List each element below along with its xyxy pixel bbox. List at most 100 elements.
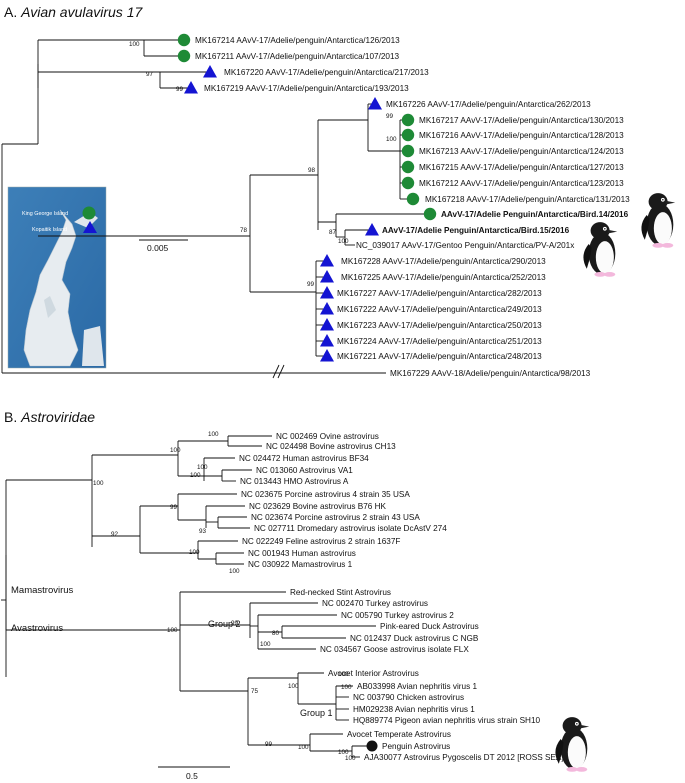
penguin-eye [576,723,578,725]
tip-label: AAvV-17/Adelie Penguin/Antarctica/Bird.1… [382,226,570,235]
tip-label: MK167223 AAvV-17/Adelie/penguin/Antarcti… [337,321,542,330]
clade-label-avastrovirus: Avastrovirus [11,623,63,634]
tip-label: NC 003790 Chicken astrovirus [353,693,464,702]
tip-label: NC 023629 Bovine astrovirus B76 HK [249,502,387,511]
penguin-flipper [641,215,650,240]
penguin-foot [575,767,588,772]
tip-label: MK167218 AAvV-17/Adelie/penguin/Antarcti… [425,195,630,204]
penguin-eye [662,199,664,201]
tip-label: NC 005790 Turkey astrovirus 2 [341,611,454,620]
penguin-illustration [583,222,618,277]
bootstrap-value: 99 [307,281,315,288]
bootstrap-value: 93 [199,528,207,535]
penguin-belly [653,212,672,245]
penguin-head [648,193,668,211]
bootstrap-value: 78 [240,227,248,234]
group-1-label: Group 1 [300,708,333,718]
penguin-foot [661,243,674,248]
bootstrap-value: 100 [208,431,219,438]
penguin-illustration [641,193,676,248]
tip-label: MK167225 AAvV-17/Adelie/penguin/Antarcti… [341,273,546,282]
tip-label: MK167217 AAvV-17/Adelie/penguin/Antarcti… [419,116,624,125]
tip-label: AJA30077 Astrovirus Pygoscelis DT 2012 [… [364,753,564,762]
tip-label: Avocet Temperate Astrovirus [347,730,451,739]
panel-a-title: A. Avian avulavirus 17 [4,4,143,20]
blue-triangle-marker [83,221,97,233]
tip-label: MK167213 AAvV-17/Adelie/penguin/Antarcti… [419,147,624,156]
tip-label: MK167219 AAvV-17/Adelie/penguin/Antarcti… [204,84,409,93]
group-2-label: Group 2 [208,619,241,629]
penguin-illustration [555,717,590,772]
tip-label: HQ889774 Pigeon avian nephritis virus st… [353,716,540,725]
bootstrap-value: 100 [129,41,140,48]
tip-label: HM029238 Avian nephritis virus 1 [353,705,475,714]
tip-label: MK167228 AAvV-17/Adelie/penguin/Antarcti… [341,257,546,266]
penguin-belly [595,241,614,274]
bootstrap-value: 100 [197,464,208,471]
blue-triangle-marker [320,254,334,267]
blue-triangle-marker [365,223,379,236]
bootstrap-value: 100 [338,749,349,756]
blue-triangle-marker [320,349,334,362]
bootstrap-value: 99 [386,113,394,120]
tip-label: MK167220 AAvV-17/Adelie/penguin/Antarcti… [224,68,429,77]
bootstrap-value: 100 [298,744,309,751]
bootstrap-value: 75 [251,688,259,695]
scale-value: 0.005 [147,243,169,253]
bootstrap-value: 100 [341,684,352,691]
bootstrap-value: 100 [345,755,356,762]
astroviridae-tree: 1001001001009993921001001001009980100751… [1,431,564,781]
bootstrap-value: 100 [288,683,299,690]
bootstrap-value: 97 [146,71,154,78]
tip-label: NC 034567 Goose astrovirus isolate FLX [320,645,469,654]
green-circle-marker [177,33,191,47]
blue-triangle-marker [368,97,382,110]
blue-triangle-marker [184,81,198,94]
green-circle-marker [401,113,415,127]
tip-label: MK167211 AAvV-17/Adelie/penguin/Antarcti… [195,52,400,61]
penguin-flipper [555,739,564,764]
tip-label: MK167214 AAvV-17/Adelie/penguin/Antarcti… [195,36,400,45]
blue-triangle-marker [320,270,334,283]
tip-label: NC 024472 Human astrovirus BF34 [239,454,369,463]
map-label-king-george: King George Island [22,211,68,217]
tip-label: NC 024498 Bovine astrovirus CH13 [266,442,396,451]
penguin-belly [567,736,586,769]
bootstrap-value: 99 [265,741,273,748]
tip-label: Penguin Astrovirus [382,742,450,751]
tip-label: NC 023675 Porcine astrovirus 4 strain 35… [241,490,410,499]
bootstrap-value: 100 [167,627,178,634]
penguin-head [562,717,582,735]
blue-triangle-marker [320,286,334,299]
tip-label: AAvV-17/Adelie Penguin/Antarctica/Bird.1… [441,210,629,219]
bootstrap-value: 100 [189,549,200,556]
bootstrap-value: 100 [260,641,271,648]
penguin-head [590,222,610,240]
axis-break [277,364,285,379]
tip-label: MK167212 AAvV-17/Adelie/penguin/Antarcti… [419,179,624,188]
bootstrap-value: 100 [190,472,201,479]
green-circle-marker [401,128,415,142]
bootstrap-value: 80 [272,630,280,637]
bootstrap-value: 99 [231,620,239,627]
penguin-beak [579,724,590,729]
bootstrap-value: 87 [329,229,337,236]
blue-triangle-marker [320,334,334,347]
tip-label: NC 022249 Feline astrovirus 2 strain 163… [242,537,400,546]
tip-label: MK167221 AAvV-17/Adelie/penguin/Antarcti… [337,352,542,361]
tip-label: NC 030922 Mamastrovirus 1 [248,560,353,569]
black-circle-marker [366,740,378,752]
tip-label: NC 013060 Astrovirus VA1 [256,466,353,475]
green-circle-marker [401,144,415,158]
blue-triangle-marker [320,318,334,331]
penguin-foot [594,272,606,277]
tip-label: MK167229 AAvV-18/Adelie/penguin/Antarcti… [390,369,591,378]
bootstrap-value: 100 [93,480,104,487]
tip-label: MK167216 AAvV-17/Adelie/penguin/Antarcti… [419,131,624,140]
tip-label: NC 002469 Ovine astrovirus [276,432,379,441]
green-circle-marker [82,206,96,220]
tip-label: NC_039017 AAvV-17/Gentoo Penguin/Antarct… [356,241,574,250]
tip-label: NC 023674 Porcine astrovirus 2 strain 43… [251,513,420,522]
penguin-foot [603,272,616,277]
tip-label: MK167227 AAvV-17/Adelie/penguin/Antarcti… [337,289,542,298]
